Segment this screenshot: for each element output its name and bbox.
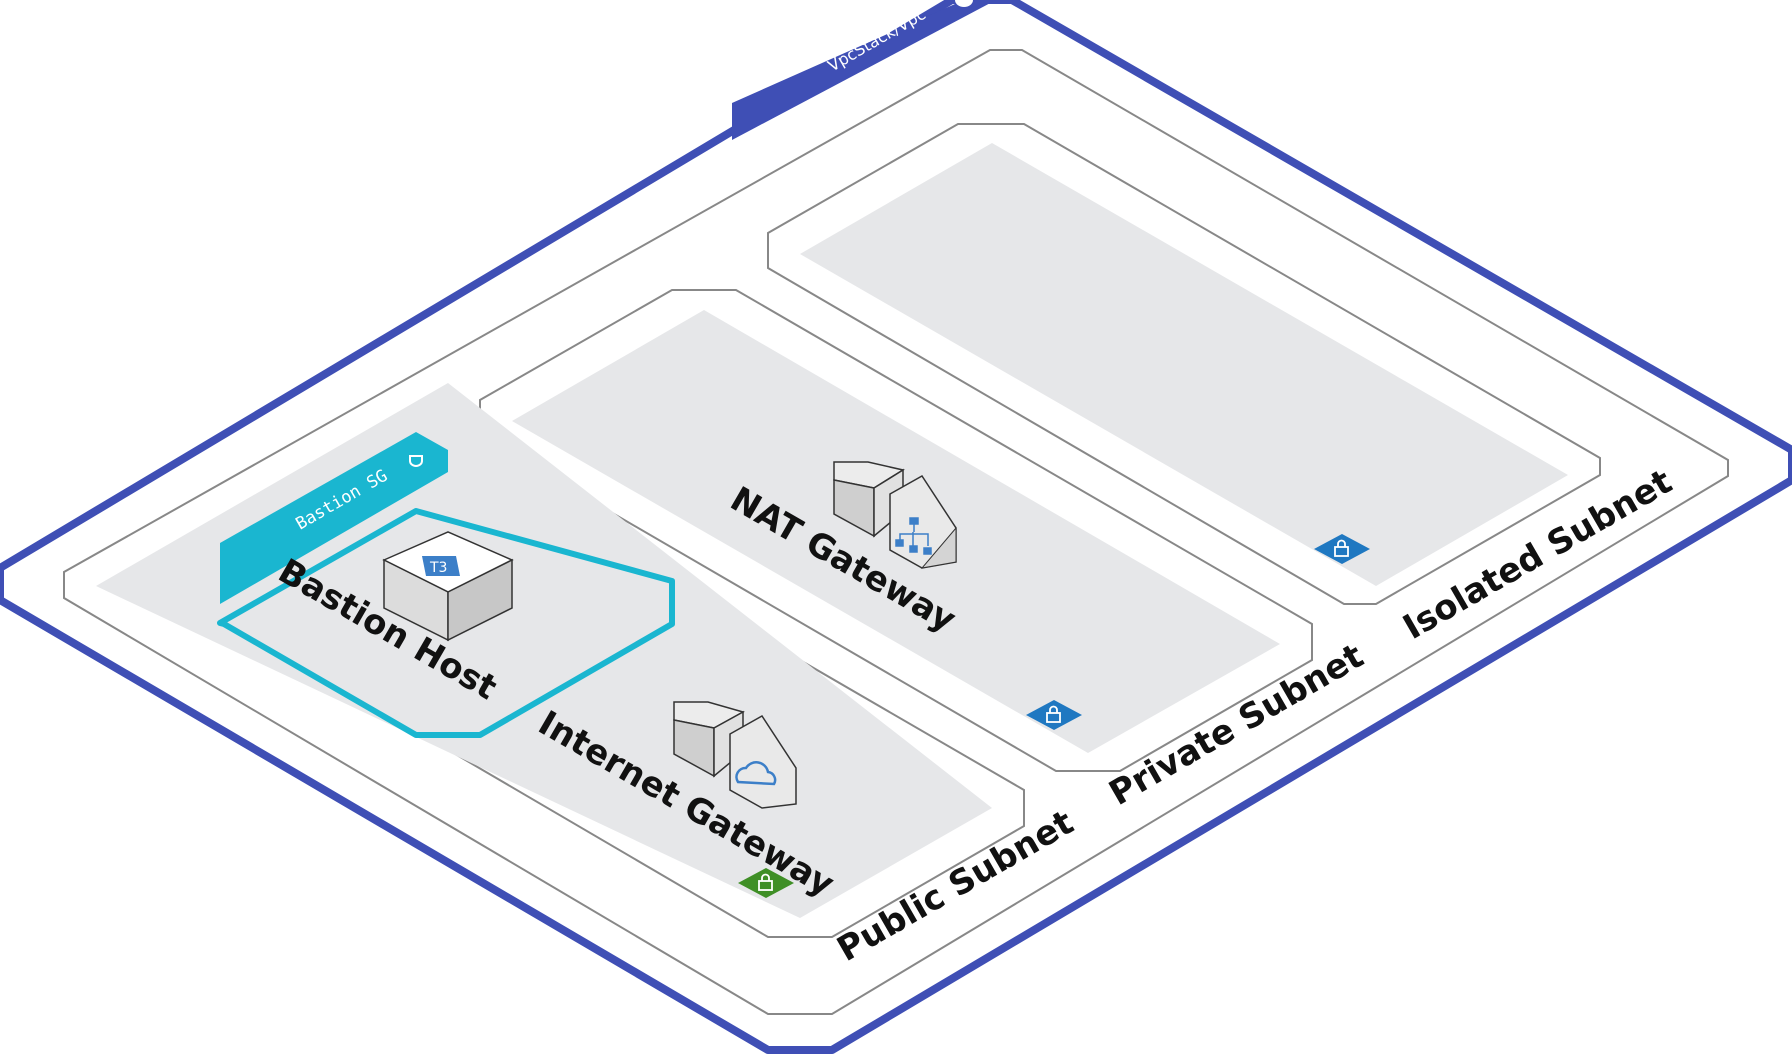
network-hierarchy-icon [895, 517, 932, 555]
bastion-host[interactable]: T3 [382, 531, 514, 642]
svg-text:T3: T3 [429, 560, 447, 576]
internet-gateway[interactable] [673, 701, 797, 809]
cloud-icon [735, 761, 777, 786]
nat-gateway[interactable] [833, 461, 957, 569]
vpc-tab [732, 0, 996, 140]
vpc-inner-outline [63, 49, 1729, 1015]
shield-icon [409, 455, 423, 467]
isolated-subnet[interactable] [767, 123, 1601, 605]
vpc-tab-icon [955, 0, 973, 7]
ec2-instance-icon: T3 [422, 556, 460, 576]
